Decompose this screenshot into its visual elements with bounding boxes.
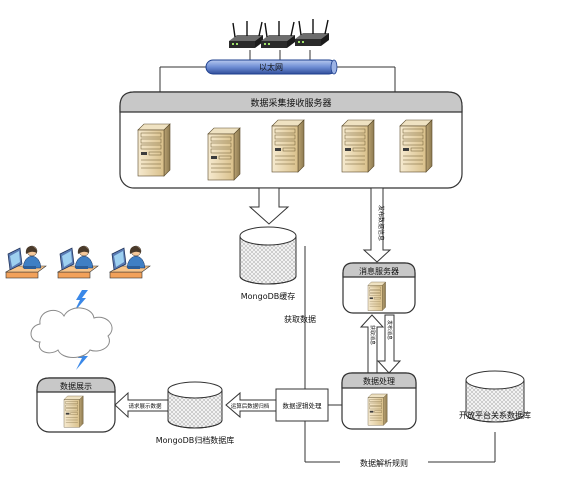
collection-server-panel: 数据采集接收服务器 xyxy=(119,91,463,189)
server-icon xyxy=(341,119,375,173)
data-processing-panel: 数据处理 xyxy=(341,372,417,430)
arrow-get-message: 获取消息 xyxy=(359,314,385,374)
server-icon xyxy=(367,393,388,426)
edge-label-publish-message: 发布数据信息 xyxy=(377,205,385,241)
collection-server-title: 数据采集接收服务器 xyxy=(250,97,331,109)
ethernet-bus: 以太网 xyxy=(159,50,396,94)
message-server-panel: 消息服务器 xyxy=(342,262,416,314)
server-icon xyxy=(399,119,433,173)
edge-label-get-message: 获取消息 xyxy=(369,325,376,345)
message-server-title: 消息服务器 xyxy=(359,266,399,276)
mongodb-cache-db: MongoDB缓存 xyxy=(239,226,297,301)
user-icon xyxy=(5,245,47,279)
edge-label-send-message: 发布消息 xyxy=(386,320,393,340)
mongodb-archive-label: MongoDB归档数据库 xyxy=(156,435,235,445)
arrow-display-request: 请求展示数据 xyxy=(114,391,169,419)
open-platform-db: 开放平台关系数据库 xyxy=(459,370,531,423)
data-logic-label: 数据逻辑处理 xyxy=(283,401,323,410)
ethernet-label: 以太网 xyxy=(259,62,283,72)
server-icon xyxy=(367,281,386,311)
router-icon xyxy=(228,20,264,49)
edge-label-fetch-data: 获取数据 xyxy=(284,314,316,324)
router-icon xyxy=(294,18,330,47)
mongodb-cache-label: MongoDB缓存 xyxy=(241,291,296,301)
lightning-icon xyxy=(74,290,88,312)
arrow-archive-storage: 运算后数据归档 xyxy=(225,391,277,419)
edge-label-display-request: 请求展示数据 xyxy=(128,402,162,410)
edge-parse-rules: 数据解析规则 xyxy=(340,457,428,469)
data-processing-title: 数据处理 xyxy=(363,376,395,386)
arrow-to-cache xyxy=(248,187,290,225)
data-logic-box: 数据逻辑处理 xyxy=(275,388,342,422)
server-icon xyxy=(137,123,171,177)
data-display-panel: 数据展示 xyxy=(36,377,116,433)
server-icon xyxy=(63,395,84,428)
cloud-icon xyxy=(30,307,113,358)
arrow-send-message: 发布消息 xyxy=(376,314,402,374)
edge-label-archive-storage: 运算后数据归档 xyxy=(231,402,270,410)
router-icon xyxy=(260,20,296,49)
open-platform-db-label: 开放平台关系数据库 xyxy=(459,410,531,420)
arrow-publish-message: 发布数据信息 xyxy=(362,187,392,263)
lightning-icon xyxy=(76,348,90,370)
user-icon xyxy=(109,245,151,279)
edge-label-parse-rules: 数据解析规则 xyxy=(360,458,408,468)
server-icon xyxy=(207,127,241,181)
mongodb-archive-db: MongoDB归档数据库 xyxy=(156,381,235,445)
data-display-title: 数据展示 xyxy=(60,381,92,391)
user-icon xyxy=(57,245,99,279)
server-icon xyxy=(271,119,305,173)
